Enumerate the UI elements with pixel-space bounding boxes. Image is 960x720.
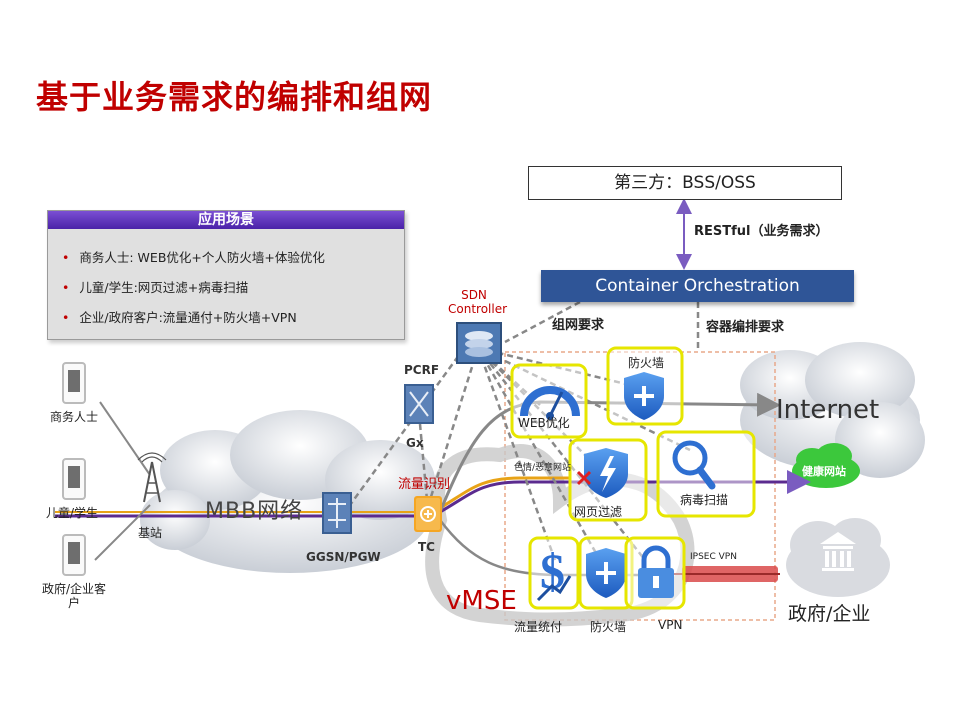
vpn-label: VPN [658, 618, 683, 632]
page-title: 基于业务需求的编排和组网 [36, 78, 433, 116]
traffic-pay-icon: $ [536, 543, 572, 602]
gov-enterprise-label: 政府/企业 [788, 603, 871, 625]
flow-to-health [439, 470, 811, 514]
traffic-identification-label: 流量识别 [398, 477, 451, 492]
tc-label: TC [418, 540, 435, 554]
ggsn-label: GGSN/PGW [306, 550, 381, 564]
phone-icon-business [62, 362, 86, 404]
web-optimization-label: WEB优化 [518, 416, 570, 430]
health-site-label: 健康网站 [802, 465, 846, 478]
firewall-shield-icon [624, 372, 664, 420]
health-cloud [792, 443, 860, 488]
firewall-top-label: 防火墙 [628, 356, 665, 370]
firewall-bottom-shield-icon [586, 548, 626, 598]
container-orchestration-bar: Container Orchestration [541, 270, 854, 302]
bss-oss-box: 第三方：BSS/OSS [528, 166, 842, 200]
scenario-panel: 应用场景 •商务人士: WEB优化+个人防火墙+体验优化 •儿童/学生:网页过滤… [47, 210, 405, 340]
user-gov-label: 政府/企业客户 [41, 582, 107, 610]
container-requirement-label: 容器编排要求 [706, 320, 785, 335]
vmse-loop [425, 444, 695, 627]
pcrf-label: PCRF [404, 363, 440, 377]
blocked-x-icon [576, 470, 592, 486]
phone-icon-gov [62, 534, 86, 576]
vpn-lock-icon [638, 545, 674, 598]
gx-label: Gx [406, 436, 424, 450]
government-building-icon [820, 532, 856, 571]
ggsn-device-icon [322, 492, 352, 534]
scenario-item: •儿童/学生:网页过滤+病毒扫描 [62, 280, 249, 295]
network-requirement-label: 组网要求 [552, 318, 605, 333]
web-filter-shield-icon [584, 448, 628, 498]
firewall-bottom-label: 防火墙 [590, 620, 627, 634]
gov-cloud [786, 518, 890, 597]
internet-label: Internet [776, 395, 880, 425]
base-station-label: 基站 [138, 526, 163, 540]
scenario-item: •企业/政府客户:流量通付+防火墙+VPN [62, 310, 297, 325]
scenario-list: •商务人士: WEB优化+个人防火墙+体验优化 •儿童/学生:网页过滤+病毒扫描… [62, 247, 325, 337]
virus-scan-label: 病毒扫描 [680, 493, 729, 507]
pcrf-device-icon [404, 384, 434, 424]
sdn-controller-icon [456, 322, 502, 364]
internet-cloud [740, 342, 925, 478]
orch-sdn-line [504, 300, 581, 344]
base-station-icon [137, 452, 167, 503]
sdn-controller-label: SDN Controller [448, 288, 508, 316]
user-business-label: 商务人士 [50, 410, 99, 424]
ipsec-vpn-label: IPSEC VPN [690, 552, 737, 562]
pcrf-gx-line [418, 423, 429, 501]
scenario-header: 应用场景 [48, 211, 404, 229]
flow-orange-upper [439, 476, 570, 510]
pay-label: 流量统付 [514, 620, 563, 634]
restful-label: RESTful（业务需求） [694, 224, 829, 239]
malicious-site-label: 色情/恶意网站 [514, 463, 572, 473]
mbb-cloud [140, 410, 435, 573]
user-student-label: 儿童/学生 [46, 506, 99, 520]
vmse-label: vMSE [446, 586, 517, 616]
tc-device-icon [414, 496, 442, 532]
web-filter-label: 网页过滤 [574, 505, 623, 519]
web-optimization-icon [520, 386, 580, 420]
mbb-network-label: MBB网络 [205, 499, 304, 524]
virus-scan-magnifier-icon [672, 440, 716, 490]
scenario-item: •商务人士: WEB优化+个人防火墙+体验优化 [62, 250, 325, 265]
phone-icon-student [62, 458, 86, 500]
